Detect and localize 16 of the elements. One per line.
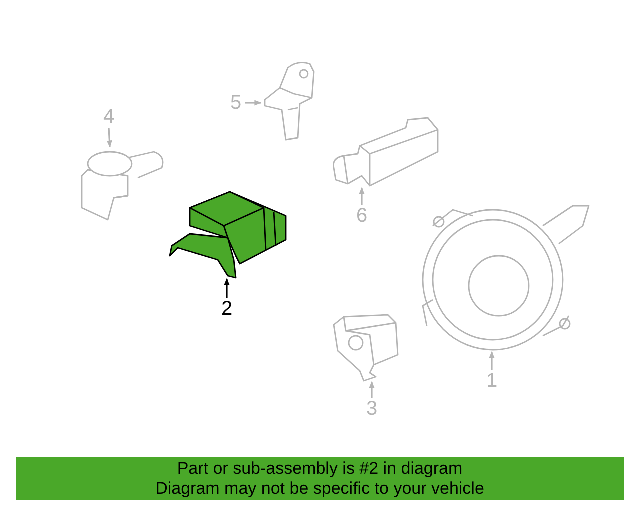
callout-number: 1 [484, 370, 500, 392]
leader-arrow [106, 128, 112, 148]
callout-number: 2 [219, 298, 235, 320]
callout-number: 3 [364, 398, 380, 420]
leader-arrow [224, 278, 230, 298]
note-text: Diagram may not be specific to your vehicle [156, 478, 484, 498]
leader-arrow [489, 351, 495, 370]
leader-arrow [359, 187, 365, 205]
callout-number: 4 [101, 106, 117, 128]
leader-arrow [369, 381, 375, 398]
note-banner [16, 457, 624, 500]
control-module-drawing [168, 190, 288, 280]
leader-arrow [245, 100, 262, 106]
callout-number: 5 [228, 92, 244, 114]
callout-number: 6 [354, 205, 370, 227]
note-text: Part or sub-assembly is #2 in diagram [177, 458, 463, 478]
